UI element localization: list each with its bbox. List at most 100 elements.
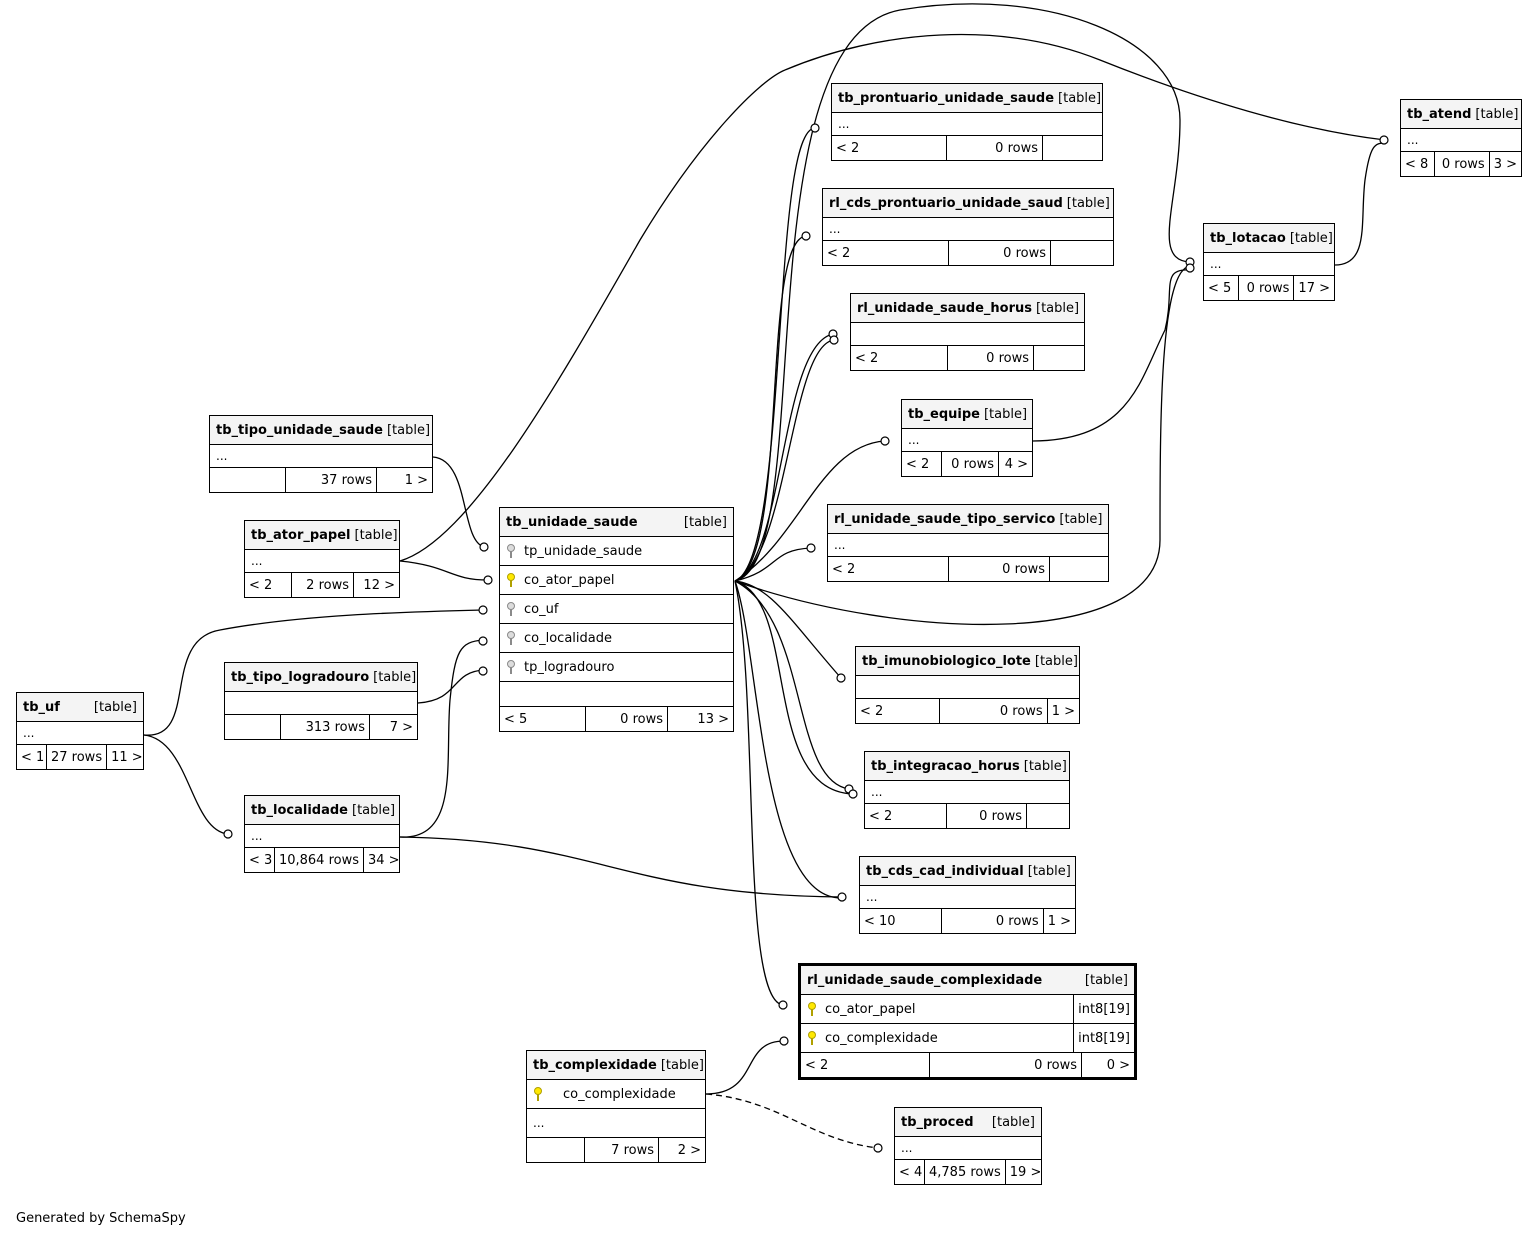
parents-link[interactable]: < 1 [21,749,45,765]
table-kind: [table] [660,1057,704,1073]
parents-link[interactable]: < 5 [1208,280,1232,296]
table-header: rl_unidade_saude_complexidade [table] [801,966,1134,995]
children-link[interactable] [1049,557,1108,581]
table-rl-unidade-saude-tipo-servico[interactable]: rl_unidade_saude_tipo_servico[table]...<… [827,504,1109,582]
parents-link[interactable]: < 4 [899,1164,923,1180]
table-header: tb_lotacao[table] [1204,224,1334,253]
more-columns: ... [902,429,1032,452]
parents-link[interactable] [210,468,285,492]
row-count: 0 rows [948,241,1050,265]
table-tb-cds-cad-individual[interactable]: tb_cds_cad_individual[table]... < 10 0 row… [859,856,1076,934]
parents-link[interactable]: < 2 [906,456,930,472]
table-kind: [table] [1027,863,1071,879]
parents-link[interactable]: < 2 [836,140,860,156]
column-row[interactable]: tp_logradouro [500,653,733,682]
children-link[interactable] [1050,241,1113,265]
children-link[interactable]: 12 > [353,573,399,597]
table-header: tb_unidade_saude [table] [500,508,733,537]
parents-link[interactable] [527,1138,584,1162]
parents-link[interactable] [225,715,280,739]
children-link[interactable]: 7 > [369,715,417,739]
parents-link[interactable]: < 2 [805,1057,829,1073]
children-link[interactable]: 11 > [106,745,147,769]
children-link[interactable]: 4 > [998,452,1032,476]
table-footer: < 2 0 rows 0 > [801,1053,1134,1077]
table-tb-complexidade[interactable]: tb_complexidade [table] co_complexidade … [526,1050,706,1163]
primary-key-icon [506,573,516,587]
table-header: tb_complexidade [table] [527,1051,705,1080]
parents-link[interactable]: < 2 [832,561,856,577]
children-link[interactable]: 13 > [667,707,733,731]
table-header: rl_cds_prontuario_unidade_saud[table] [823,189,1113,218]
children-link[interactable]: 0 > [1081,1053,1134,1077]
parents-link[interactable]: < 2 [860,703,884,719]
parents-link[interactable]: < 2 [855,350,879,366]
parents-link[interactable]: < 5 [504,711,528,727]
column-row[interactable]: co_ator_papel [500,566,733,595]
children-link[interactable]: 1 > [376,468,432,492]
table-rl-unidade-saude-complexidade[interactable]: rl_unidade_saude_complexidade [table] co… [798,963,1137,1080]
column-name: co_complexidade [825,1030,938,1046]
children-link[interactable] [1042,136,1102,160]
generated-by-footer: Generated by SchemaSpy [16,1211,186,1226]
table-rl-cds-prontuario-unidade-saud[interactable]: rl_cds_prontuario_unidade_saud[table]...… [822,188,1114,266]
table-kind: [table] [1289,230,1333,246]
table-tb-unidade-saude[interactable]: tb_unidade_saude [table] tp_unidade_saud… [499,507,734,732]
row-count: 0 rows [941,909,1042,933]
children-link[interactable]: 17 > [1293,276,1334,300]
table-tb-prontuario-unidade-saude[interactable]: tb_prontuario_unidade_saude[table]...< 2… [831,83,1103,161]
more-columns: ... [823,218,1113,241]
children-link[interactable] [1026,804,1069,828]
row-count: 0 rows [948,557,1049,581]
more-columns: ... [865,781,1069,804]
column-row[interactable]: co_localidade [500,624,733,653]
table-header: tb_uf[table] [17,693,143,722]
children-link[interactable]: 1 > [1042,909,1075,933]
column-name: tp_unidade_saude [524,543,643,559]
parents-link[interactable]: < 10 [864,913,896,929]
column-row[interactable]: tp_unidade_saude [500,537,733,566]
table-kind: [table] [683,514,727,530]
row-count: 7 rows [584,1138,658,1162]
parents-link[interactable]: < 2 [869,808,893,824]
parents-link[interactable]: < 2 [249,577,273,593]
more-columns: ... [245,825,399,848]
table-kind: [table] [1023,758,1067,774]
table-header: tb_cds_cad_individual[table] [860,857,1075,886]
primary-key-icon [533,1087,543,1101]
column-row[interactable]: co_complexidade [527,1080,705,1109]
parents-link[interactable]: < 3 [249,852,273,868]
more-columns: ... [860,886,1075,909]
children-link[interactable]: 3 > [1488,152,1521,176]
children-link[interactable] [1033,346,1084,370]
parents-link[interactable]: < 8 [1405,156,1429,172]
children-link[interactable]: 1 > [1046,699,1079,723]
table-footer: < 5 0 rows 13 > [500,707,733,731]
children-link[interactable]: 2 > [658,1138,705,1162]
row-count: 0 rows [1433,152,1489,176]
row-count: 0 rows [929,1053,1081,1077]
more-columns: ... [1401,129,1521,152]
column-row[interactable]: co_uf [500,595,733,624]
children-link[interactable]: 34 > [363,848,404,872]
more-columns: ... [828,534,1108,557]
table-kind: [table] [373,669,417,685]
parents-link[interactable]: < 2 [827,245,851,261]
children-link[interactable]: 19 > [1004,1160,1046,1184]
